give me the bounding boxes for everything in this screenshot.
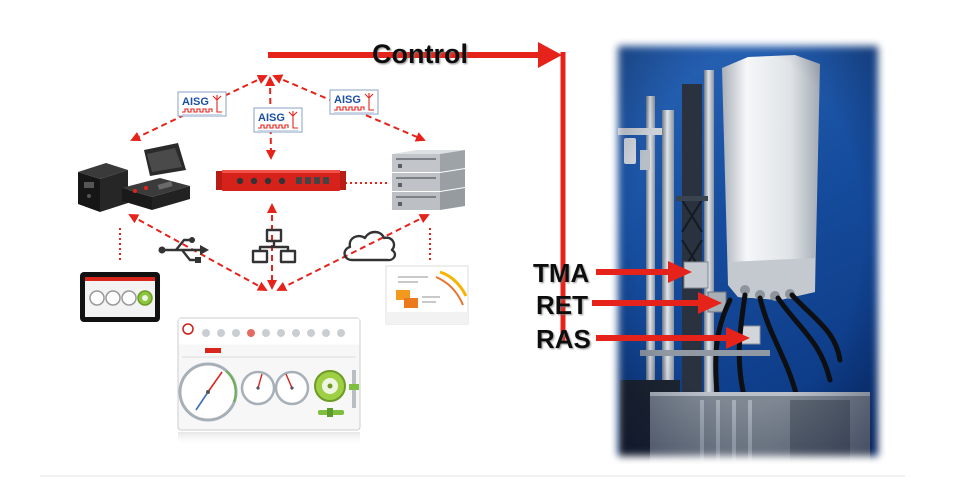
ret-label: RET [536,290,588,320]
tablet-device [80,272,160,322]
ret-arrow-head [698,292,722,314]
cloud-icon [343,230,397,262]
aisg-controller-rack-unit [216,170,346,191]
server-stack [392,150,465,210]
control-arrow [268,42,566,342]
link-bottom-left [128,214,268,291]
horizontal-slider [318,408,344,417]
aisg-logo: AISG [329,89,379,115]
app-logo-icon [182,323,194,335]
ras-label: RAS [536,324,591,354]
photo-vignette [610,38,886,464]
gauge-green [314,370,346,402]
control-software-window [177,317,361,431]
aisg-logo-text: AISG [182,96,209,108]
window-reflection [178,432,360,446]
aisg-logo-text: AISG [334,94,361,106]
aisg-logo: AISG [177,91,227,117]
aisg-logo-text: AISG [258,112,285,124]
toolbar-icons [202,329,345,337]
vertical-slider [349,370,359,408]
control-label: Control [372,39,468,69]
software-splash-panel [385,265,469,325]
gauge-small [240,370,276,406]
network-icon [251,228,297,264]
target-arrows [592,261,750,349]
gauge-small [274,370,310,406]
tma-arrow-head [668,261,692,283]
ras-arrow-head [726,327,750,349]
control-arrow-head [538,42,562,68]
portable-tester-device [78,143,190,212]
gauge-large [178,362,238,422]
link-bottom-right [276,214,430,291]
status-button [205,348,221,353]
tma-label: TMA [533,258,590,288]
usb-icon [158,237,209,263]
aisg-logo: AISG [253,107,303,133]
cell-tower-photo [610,38,886,464]
